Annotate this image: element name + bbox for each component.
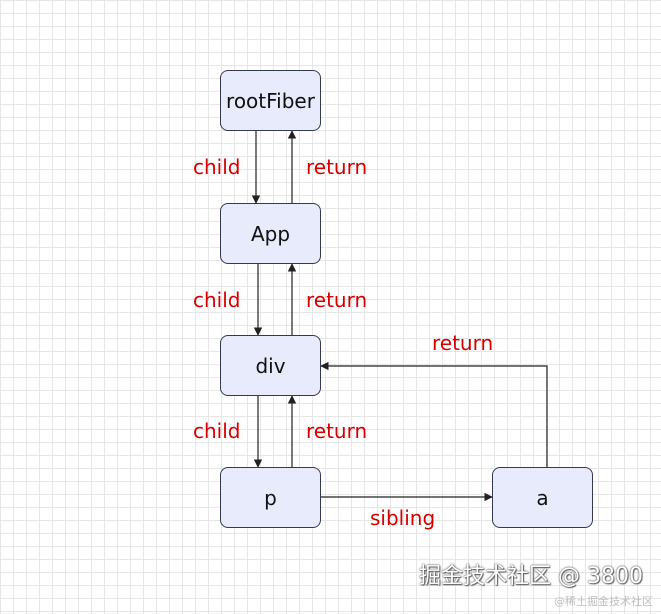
label-root-to-app: child — [193, 155, 241, 179]
node-p: p — [220, 467, 321, 528]
node-root-fiber-label: rootFiber — [226, 88, 315, 113]
node-app: App — [220, 203, 321, 264]
label-p-to-div: return — [306, 419, 368, 443]
node-a-label: a — [536, 485, 549, 510]
label-p-to-a: sibling — [370, 506, 436, 530]
label-div-to-p: child — [193, 419, 241, 443]
watermark-sub: @稀土掘金技术社区 — [554, 595, 653, 608]
node-a: a — [492, 467, 593, 528]
label-div-to-app: return — [306, 288, 368, 312]
node-div: div — [220, 335, 321, 396]
node-div-label: div — [255, 353, 286, 378]
label-app-to-root: return — [306, 155, 368, 179]
node-p-label: p — [264, 485, 277, 510]
node-app-label: App — [250, 221, 291, 246]
node-root-fiber: rootFiber — [220, 70, 321, 131]
edge-a-to-div — [320, 361, 548, 467]
label-app-to-div: child — [193, 288, 241, 312]
watermark-main: 掘金技术社区 @ 3800 — [419, 564, 643, 589]
label-a-to-div: return — [432, 331, 494, 355]
